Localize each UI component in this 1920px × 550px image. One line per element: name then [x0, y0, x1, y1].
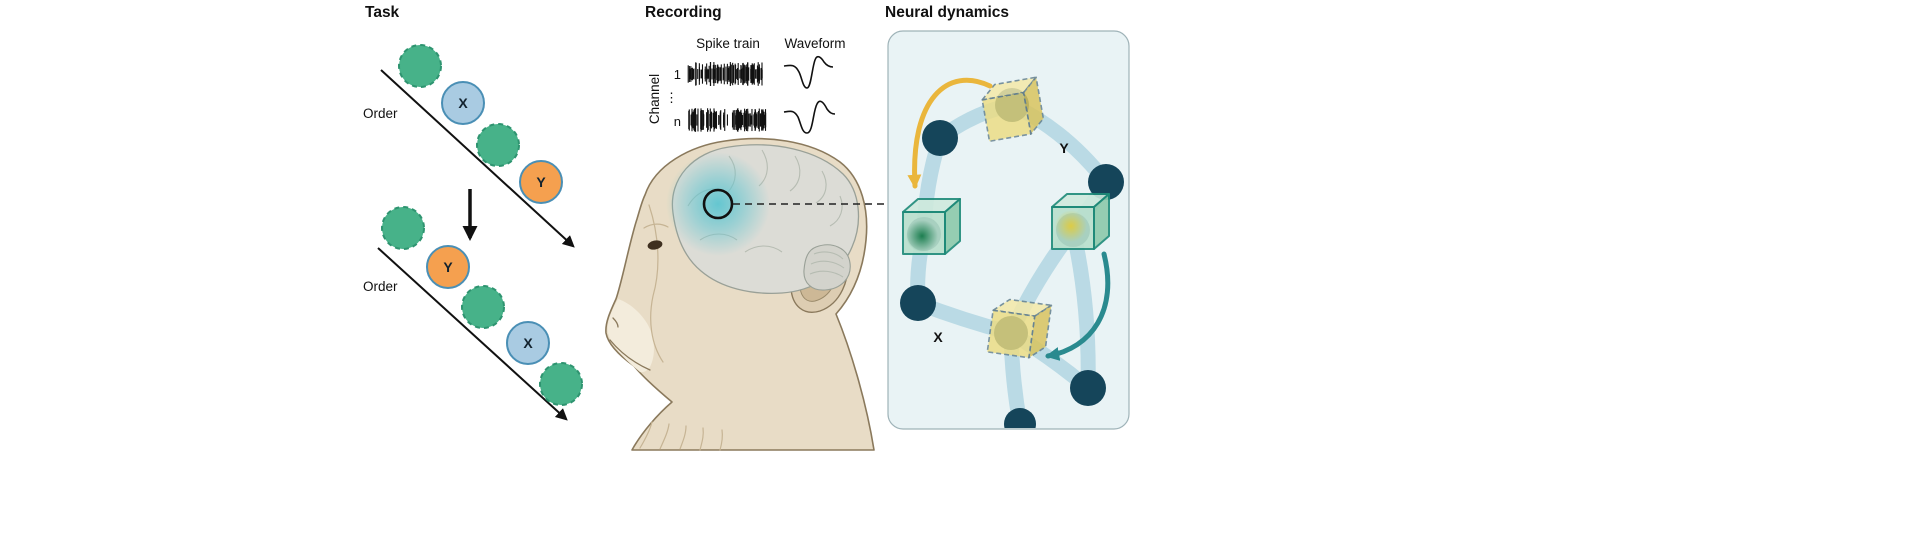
monkey-nostril [612, 317, 619, 328]
stimulus-x-label-1: X [458, 95, 468, 111]
monkey-brain [666, 144, 860, 294]
order-label-2: Order [363, 279, 398, 294]
stimulus-x-label-2: X [523, 335, 533, 351]
monkey-mouth [609, 339, 651, 371]
stimulus-circle-green-3 [381, 206, 425, 250]
monkey-muzzle [607, 299, 654, 373]
stimulus-y-label-1: Y [536, 174, 546, 190]
cerebellum-striations [809, 251, 845, 278]
transition-arrow-teal [1045, 251, 1111, 361]
electrode-site-circle [702, 188, 734, 220]
waveform-channel-n [783, 100, 836, 134]
monkey-eye [647, 240, 663, 250]
recording-site-glow [666, 152, 770, 256]
network-node [1070, 370, 1106, 406]
green-state-blob [906, 220, 938, 252]
network-node [1004, 408, 1036, 428]
stimulus-circle-x-2 [506, 321, 550, 365]
channel-1-label: 1 [674, 67, 681, 82]
channel-n-label: n [674, 114, 681, 129]
neural-title: Neural dynamics [885, 4, 1009, 21]
neural-label-x: X [933, 329, 943, 345]
subspace-cube-green-left [902, 198, 961, 255]
order-arrow-2 [377, 247, 568, 421]
stimulus-y-label-2: Y [443, 259, 453, 275]
channel-axis-label: Channel [647, 74, 662, 124]
order-arrow-1 [380, 69, 575, 248]
recording-title: Recording [645, 4, 722, 21]
order-label-1: Order [363, 106, 398, 121]
stimulus-circle-green-2 [476, 123, 520, 167]
channel-ellipsis: ⋮ [665, 90, 678, 105]
network-node [922, 120, 958, 156]
stimulus-circle-x-1 [441, 81, 485, 125]
network-node [1088, 164, 1124, 200]
stimulus-circle-green-5 [539, 362, 583, 406]
spike-train-row-1 [687, 62, 763, 86]
recording-panel: Recording Spike train Waveform Channel 1… [605, 4, 887, 451]
network-node [900, 285, 936, 321]
waveform-label: Waveform [784, 36, 845, 51]
task-panel: Task Order X Y Order Y X [363, 4, 583, 421]
monkey-cheek-line [648, 204, 664, 363]
subspace-cube-x [986, 298, 1053, 359]
spike-train-label: Spike train [696, 36, 760, 51]
monkey-fur-strokes [639, 421, 723, 451]
monkey-brow-line [643, 223, 669, 229]
stimulus-circle-y-1 [519, 160, 563, 204]
spike-train-row-2 [688, 108, 767, 132]
subspace-cube-y [981, 76, 1045, 143]
subspace-cube-green-right [1051, 193, 1110, 250]
stimulus-circle-y-2 [426, 245, 470, 289]
neural-panel: Neural dynamics [885, 4, 1130, 430]
transition-arrow-yellow [907, 77, 993, 189]
yellow-state-blob [1055, 210, 1087, 242]
waveform-channel-1 [783, 55, 834, 89]
stimulus-circle-green-1 [398, 44, 442, 88]
neural-label-y: Y [1059, 140, 1069, 156]
monkey-illustration [605, 137, 875, 451]
task-title: Task [365, 4, 400, 21]
stimulus-circle-green-4 [461, 285, 505, 329]
